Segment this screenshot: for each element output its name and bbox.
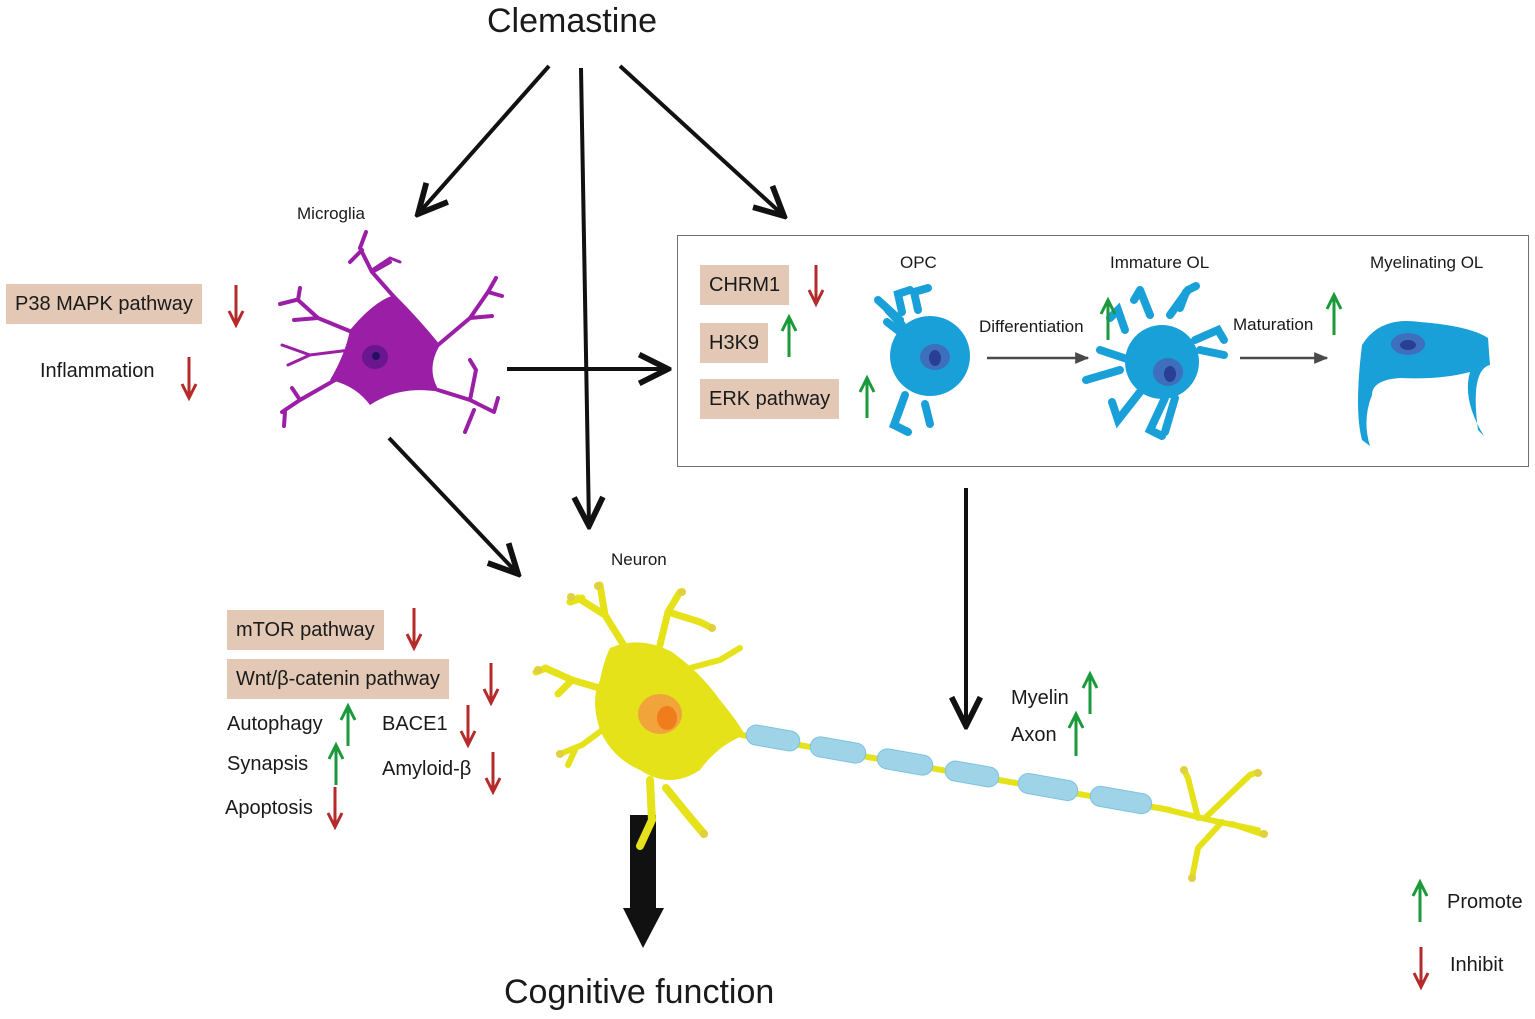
oligodendrocyte-panel xyxy=(677,235,1529,467)
myelinating-ol-label: Myelinating OL xyxy=(1370,253,1484,272)
maturation-label: Maturation xyxy=(1233,315,1314,334)
erk-box: ERK pathway xyxy=(700,379,840,419)
drug-title: Clemastine xyxy=(487,2,658,40)
outcome-label: Cognitive function xyxy=(504,973,775,1011)
opc-cell xyxy=(874,284,970,436)
axon-label: Axon xyxy=(1011,724,1057,746)
indicator-arrows xyxy=(180,265,1430,991)
immature-ol-cell xyxy=(1082,282,1228,440)
h3k9-box: H3K9 xyxy=(700,323,769,363)
bace1-label: BACE1 xyxy=(382,713,448,735)
legend-promote-label: Promote xyxy=(1447,891,1523,913)
chrm1-box: CHRM1 xyxy=(700,265,790,305)
neuron-label: Neuron xyxy=(611,550,667,569)
inflammation-label: Inflammation xyxy=(40,360,155,382)
p38-mapk-box: P38 MAPK pathway xyxy=(6,284,202,324)
autophagy-label: Autophagy xyxy=(227,713,323,735)
amyloid-label: Amyloid-β xyxy=(382,758,472,780)
arrow-clemastine-neuron xyxy=(581,67,589,526)
microglia-cell xyxy=(278,230,504,434)
neuron-cell xyxy=(532,581,1268,882)
legend-inhibit-label: Inhibit xyxy=(1450,954,1504,976)
myelin-sheaths xyxy=(745,724,1153,815)
synapsis-label: Synapsis xyxy=(227,753,309,775)
wnt-box: Wnt/β-catenin pathway xyxy=(227,659,449,699)
myelinating-ol-cell xyxy=(1358,320,1490,446)
opc-label: OPC xyxy=(900,253,937,272)
myelin-label: Myelin xyxy=(1011,687,1069,709)
microglia-label: Microglia xyxy=(297,204,366,223)
apoptosis-label: Apoptosis xyxy=(225,797,313,819)
mtor-box: mTOR pathway xyxy=(227,610,384,650)
arrow-clemastine-ol xyxy=(618,64,784,216)
immature-ol-label: Immature OL xyxy=(1110,253,1210,272)
arrow-clemastine-microglia xyxy=(418,64,551,214)
arrow-microglia-neuron xyxy=(387,436,518,574)
differentiation-label: Differentiation xyxy=(979,317,1084,336)
